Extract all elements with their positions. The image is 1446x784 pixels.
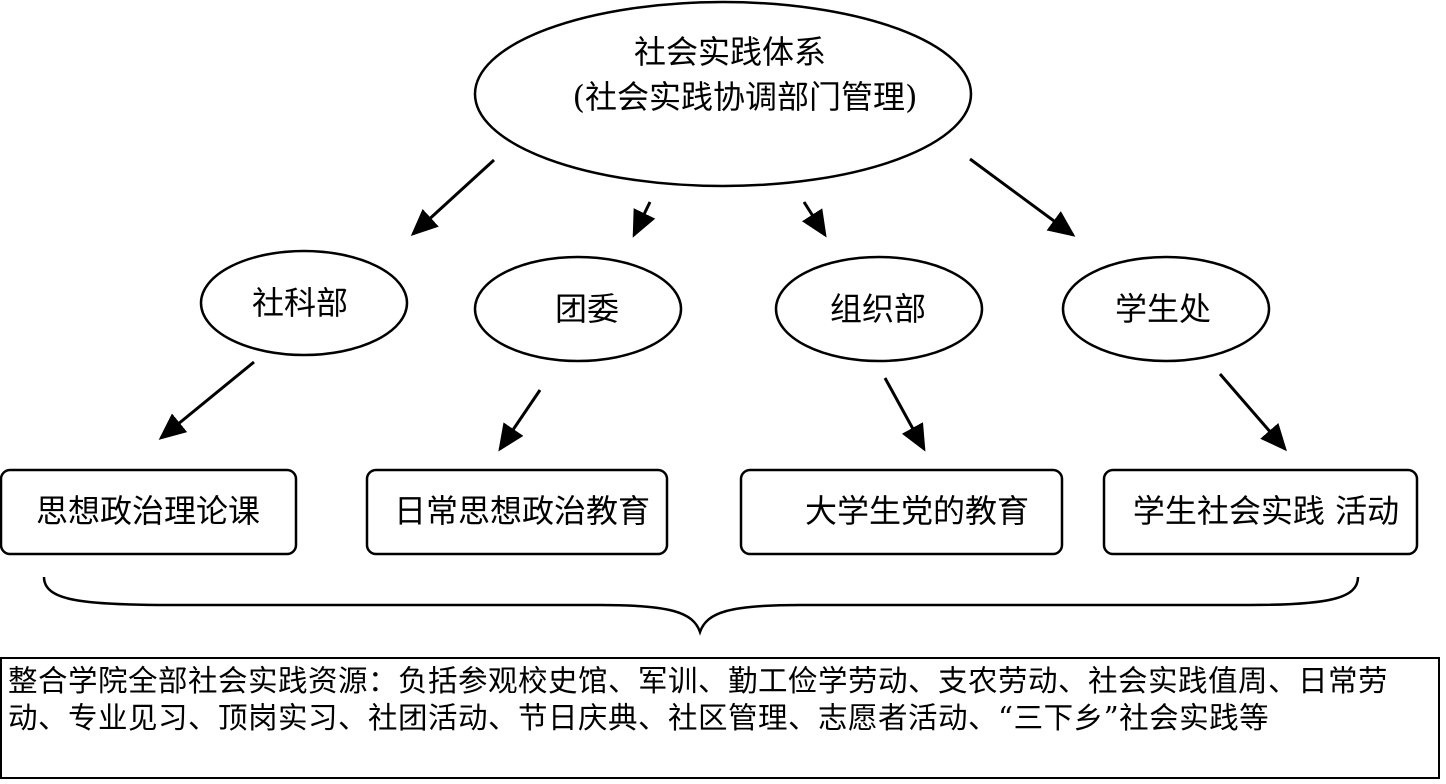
dept-node-3	[774, 255, 984, 363]
arrow-root-to-dept-4	[969, 157, 1076, 237]
resources-text: 整合学院全部社会实践资源：负括参观校史馆、军训、勤工俭学劳动、支农劳动、社会实践…	[8, 664, 1389, 735]
dept-node-1	[199, 249, 409, 357]
output-box-3	[739, 468, 1064, 556]
output-box-4	[1102, 468, 1419, 556]
output-label-2: 日常思想政治教育	[394, 492, 650, 530]
output-label-4: 学生社会实践 活动	[1133, 492, 1399, 530]
root-title: 社会实践体系	[634, 33, 826, 71]
dept-label-4: 学生处	[1115, 290, 1211, 328]
arrow-dept-4-to-output	[1218, 373, 1287, 452]
arrow-root-to-dept-1	[410, 158, 496, 237]
resources-box: 整合学院全部社会实践资源：负括参观校史馆、军训、勤工俭学劳动、支农劳动、社会实践…	[0, 657, 1440, 779]
arrow-dept-2-to-output	[498, 389, 542, 452]
arrow-root-to-dept-3	[801, 201, 827, 238]
root-subtitle: (社会实践协调部门管理)	[573, 78, 918, 116]
output-box-1	[0, 468, 298, 556]
dept-label-1: 社科部	[252, 284, 348, 322]
dept-node-4	[1061, 255, 1271, 363]
grouping-brace	[42, 576, 1360, 636]
root-node	[473, 0, 973, 188]
arrow-root-to-dept-2	[632, 201, 656, 238]
arrow-dept-1-to-output	[158, 360, 255, 440]
arrow-dept-3-to-output	[883, 377, 926, 452]
dept-label-2: 团委	[555, 290, 619, 328]
dept-label-3: 组织部	[830, 290, 926, 328]
output-box-2	[365, 468, 669, 556]
output-label-1: 思想政治理论课	[36, 492, 260, 530]
dept-node-2	[473, 255, 683, 363]
output-label-3: 大学生党的教育	[805, 492, 1029, 530]
